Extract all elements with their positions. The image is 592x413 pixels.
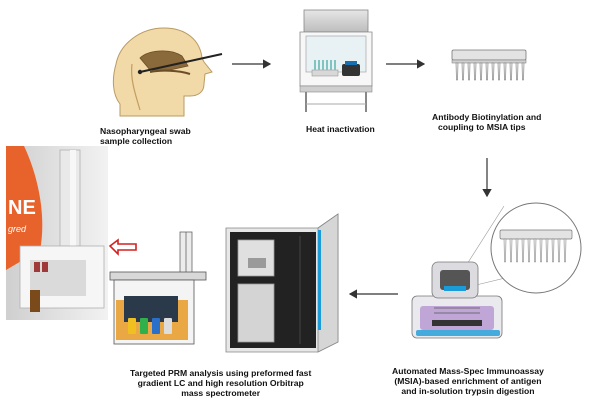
- label-antibody-line2: coupling to MSIA tips: [438, 122, 526, 132]
- callout-arrow: [108, 238, 137, 256]
- label-msia-enrichment: Automated Mass-Spec Immunoassay (MSIA)-b…: [392, 366, 544, 396]
- label-prm-line1: Targeted PRM analysis using preformed fa…: [130, 368, 312, 378]
- label-msia-line3: and in-solution trypsin digestion: [401, 386, 535, 396]
- label-prm-line3: mass spectrometer: [181, 388, 261, 398]
- label-prm-analysis: Targeted PRM analysis using preformed fa…: [130, 368, 311, 398]
- label-swab-line1: Nasopharyngeal swab: [100, 126, 191, 136]
- label-heat-line1: Heat inactivation: [306, 124, 375, 134]
- lc-system-illustration: [109, 231, 207, 345]
- label-heat-inactivation: Heat inactivation: [306, 124, 375, 134]
- label-msia-line2: (MSIA)-based enrichment of antigen: [394, 376, 542, 386]
- msia-tip-rack: [451, 49, 527, 81]
- label-antibody-line1: Antibody Biotinylation and: [432, 112, 542, 122]
- fume-hood-illustration: [299, 9, 373, 112]
- mass-spectrometer-illustration: [225, 213, 339, 353]
- heat-block: [342, 61, 360, 76]
- label-swab-collection: Nasopharyngeal swab sample collection: [100, 126, 191, 146]
- tube-rack: [311, 60, 339, 77]
- label-antibody-coupling: Antibody Biotinylation and coupling to M…: [432, 112, 541, 132]
- label-swab-line2: sample collection: [100, 136, 173, 146]
- label-prm-line2: gradient LC and high resolution Orbitrap: [137, 378, 304, 388]
- label-msia-line1: Automated Mass-Spec Immunoassay: [392, 366, 544, 376]
- head-swab-illustration: [112, 27, 223, 117]
- tip-zoom-circle: [490, 202, 582, 294]
- msia-robot-illustration: [411, 205, 581, 339]
- photo-sub-text: gred: [8, 224, 27, 234]
- photo-brand-text: NE: [8, 197, 36, 219]
- lc-system-photo: NE gred: [6, 146, 108, 320]
